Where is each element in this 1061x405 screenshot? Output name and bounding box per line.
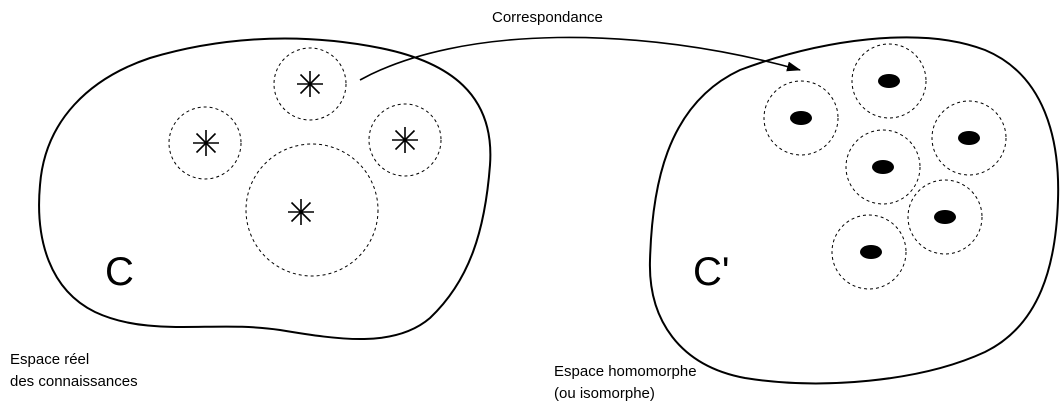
real-space-caption-line2: des connaissances xyxy=(10,373,138,390)
cluster-large xyxy=(245,143,379,277)
correspondence-label: Correspondance xyxy=(492,9,603,26)
homomorphic-space-boundary xyxy=(648,36,1060,385)
filled-ellipse-icon xyxy=(872,160,894,174)
filled-ellipse-icon xyxy=(790,111,812,125)
real-space-letter: C xyxy=(105,250,134,294)
cluster-right xyxy=(368,103,442,177)
filled-ellipse-icon xyxy=(860,245,882,259)
homomorphic-space-caption-line1: Espace homomorphe xyxy=(554,363,697,380)
homomorphic-space-clusters xyxy=(763,43,1007,290)
real-space-caption-line1: Espace réel xyxy=(10,351,89,368)
filled-ellipse-icon xyxy=(958,131,980,145)
asterisk-icon xyxy=(392,127,418,153)
correspondence-arrow xyxy=(359,36,801,81)
filled-ellipse-icon xyxy=(934,210,956,224)
homomorphic-space-elements xyxy=(790,74,980,259)
cluster xyxy=(845,129,921,205)
real-space-elements xyxy=(193,71,418,225)
cluster xyxy=(851,43,927,119)
real-space-clusters xyxy=(168,47,442,277)
homomorphic-space-caption-line2: (ou isomorphe) xyxy=(554,385,655,402)
homomorphic-space-letter: C' xyxy=(693,250,730,294)
filled-ellipse-icon xyxy=(878,74,900,88)
asterisk-icon xyxy=(297,71,323,97)
asterisk-icon xyxy=(288,199,314,225)
real-space-boundary xyxy=(38,37,492,341)
cluster xyxy=(831,214,907,290)
cluster xyxy=(763,80,839,156)
cluster xyxy=(907,179,983,255)
cluster-top xyxy=(273,47,347,121)
asterisk-icon xyxy=(193,130,219,156)
cluster-left xyxy=(168,106,242,180)
cluster xyxy=(931,100,1007,176)
